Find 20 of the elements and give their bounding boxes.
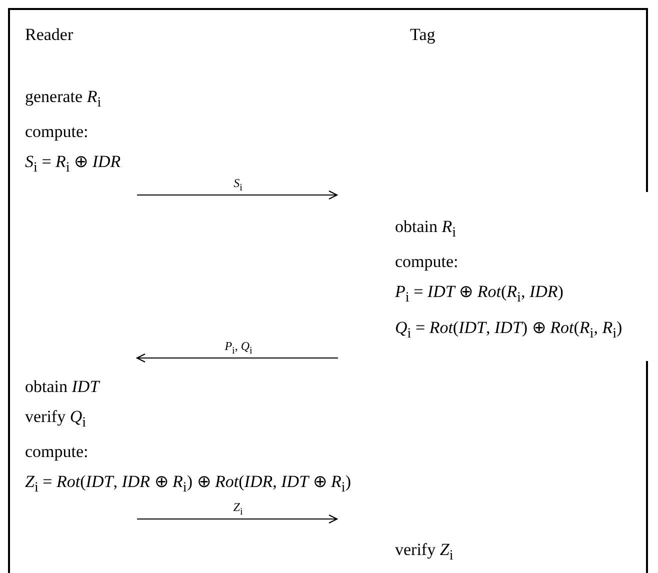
arrow <box>136 190 338 200</box>
step-text: obtain IDT <box>25 376 100 398</box>
formula-text: P$_{i}$ = IDT ⊕ Rot(R$_{i}$, IDR) <box>395 281 564 308</box>
column-heading: Tag <box>410 25 436 45</box>
edge-label: P$_{i}$, Q$_{i}$ <box>222 339 254 356</box>
edge-label: Z$_{i}$ <box>231 500 245 518</box>
arrow <box>136 353 338 363</box>
formula-text: Z$_{i}$ = Rot(IDT, IDR ⊕ R$_{i}$) ⊕ Rot(IDR, IDT ⊕ R$_{i}$) <box>25 471 352 498</box>
arrow <box>136 514 338 524</box>
edge-label: S$_{i}$ <box>232 176 244 194</box>
column-heading: Reader <box>25 25 74 45</box>
step-text: obtain R$_{i}$ <box>395 216 456 242</box>
step-text: generate R$_{i}$ <box>25 86 102 112</box>
step-text: compute: <box>395 251 458 274</box>
step-text: verify Q$_{i}$ <box>25 406 86 432</box>
formula-text: Q$_{i}$ = Rot(IDT, IDT) ⊕ Rot(R$_{i}$, R$_{i}$) <box>395 316 622 344</box>
step-text: verify Z$_{i}$ <box>395 539 454 566</box>
step-text: compute: <box>25 121 88 144</box>
step-text: compute: <box>25 441 88 464</box>
formula-text: S$_{i}$ = R$_{i}$ ⊕ IDR <box>25 151 121 178</box>
